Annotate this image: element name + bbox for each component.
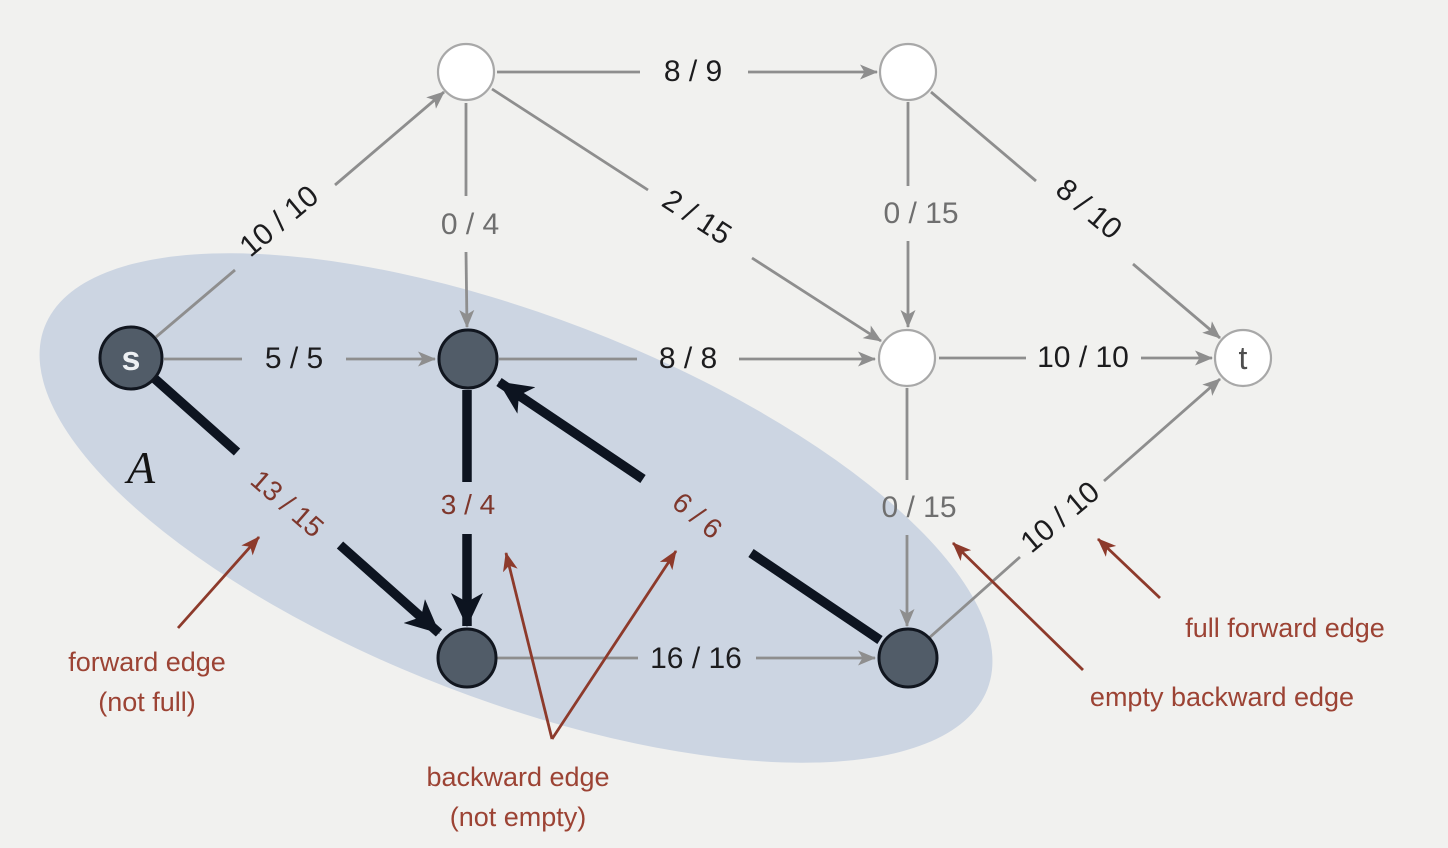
edge-bottomright-t: 10 / 10 [928,377,1221,640]
edge-label: 2 / 15 [656,183,737,252]
svg-text:backward edge: backward edge [426,762,609,792]
node-top-right [878,42,938,102]
edge-topleft-middleright: 2 / 15 [491,87,882,343]
node-source [98,325,164,391]
node-center [437,328,499,390]
annotation-backward-edge: backward edge (not empty) [426,762,609,832]
edge-label: 10 / 10 [1015,475,1106,559]
cut-region-ellipse [39,253,993,763]
annotation-empty-backward-edge: empty backward edge [1090,682,1354,712]
edge-label: 10 / 10 [234,179,325,263]
edge-center-bottomleft-bold: 3 / 4 [441,390,495,627]
edge-label: 16 / 16 [650,642,742,675]
edge-label: 5 / 5 [265,342,323,375]
edge-label: 0 / 15 [881,491,956,524]
edge-topright-middleright: 0 / 15 [883,102,959,328]
edge-s-center: 5 / 5 [164,342,436,375]
edge-label: 0 / 4 [441,208,499,241]
edge-label: 0 / 15 [883,197,958,230]
node-label-sink: t [1239,340,1248,376]
edge-label: 8 / 9 [664,55,722,88]
node-bottom-left [436,627,498,689]
edge-middleright-bottomright: 0 / 15 [881,388,957,627]
annotation-full-forward-edge: full forward edge [1185,613,1385,643]
node-middle-right [877,328,937,388]
node-label-source: s [122,340,141,378]
cut-region-label: A [124,442,156,493]
annotation-arrow-full-forward [1097,537,1161,600]
edge-center-middleright: 8 / 8 [499,342,876,375]
svg-text:(not empty): (not empty) [450,802,587,832]
edge-middleright-t: 10 / 10 [939,341,1213,374]
node-bottom-right [877,627,939,689]
node-sink [1213,328,1273,388]
annotation-arrow-backward-edge-right [550,550,678,740]
svg-text:(not full): (not full) [98,687,196,717]
edge-topleft-center: 0 / 4 [441,103,499,328]
edge-topleft-topright: 8 / 9 [497,55,878,88]
edge-bottomleft-bottomright: 16 / 16 [497,642,876,675]
svg-text:empty backward edge: empty backward edge [1090,682,1354,712]
node-top-left [436,42,496,102]
edge-label: 8 / 10 [1049,173,1128,247]
annotation-forward-edge: forward edge (not full) [68,647,226,717]
edge-label: 10 / 10 [1037,341,1129,374]
annotation-arrow-empty-backward [952,541,1084,672]
svg-text:forward edge: forward edge [68,647,226,677]
edge-label: 3 / 4 [441,489,495,520]
edge-label: 8 / 8 [659,342,717,375]
edge-topright-t: 8 / 10 [930,90,1221,340]
annotation-arrow-backward-edge-left [503,552,554,740]
annotation-arrow-forward-edge [176,536,261,629]
svg-text:full forward edge: full forward edge [1185,613,1385,643]
